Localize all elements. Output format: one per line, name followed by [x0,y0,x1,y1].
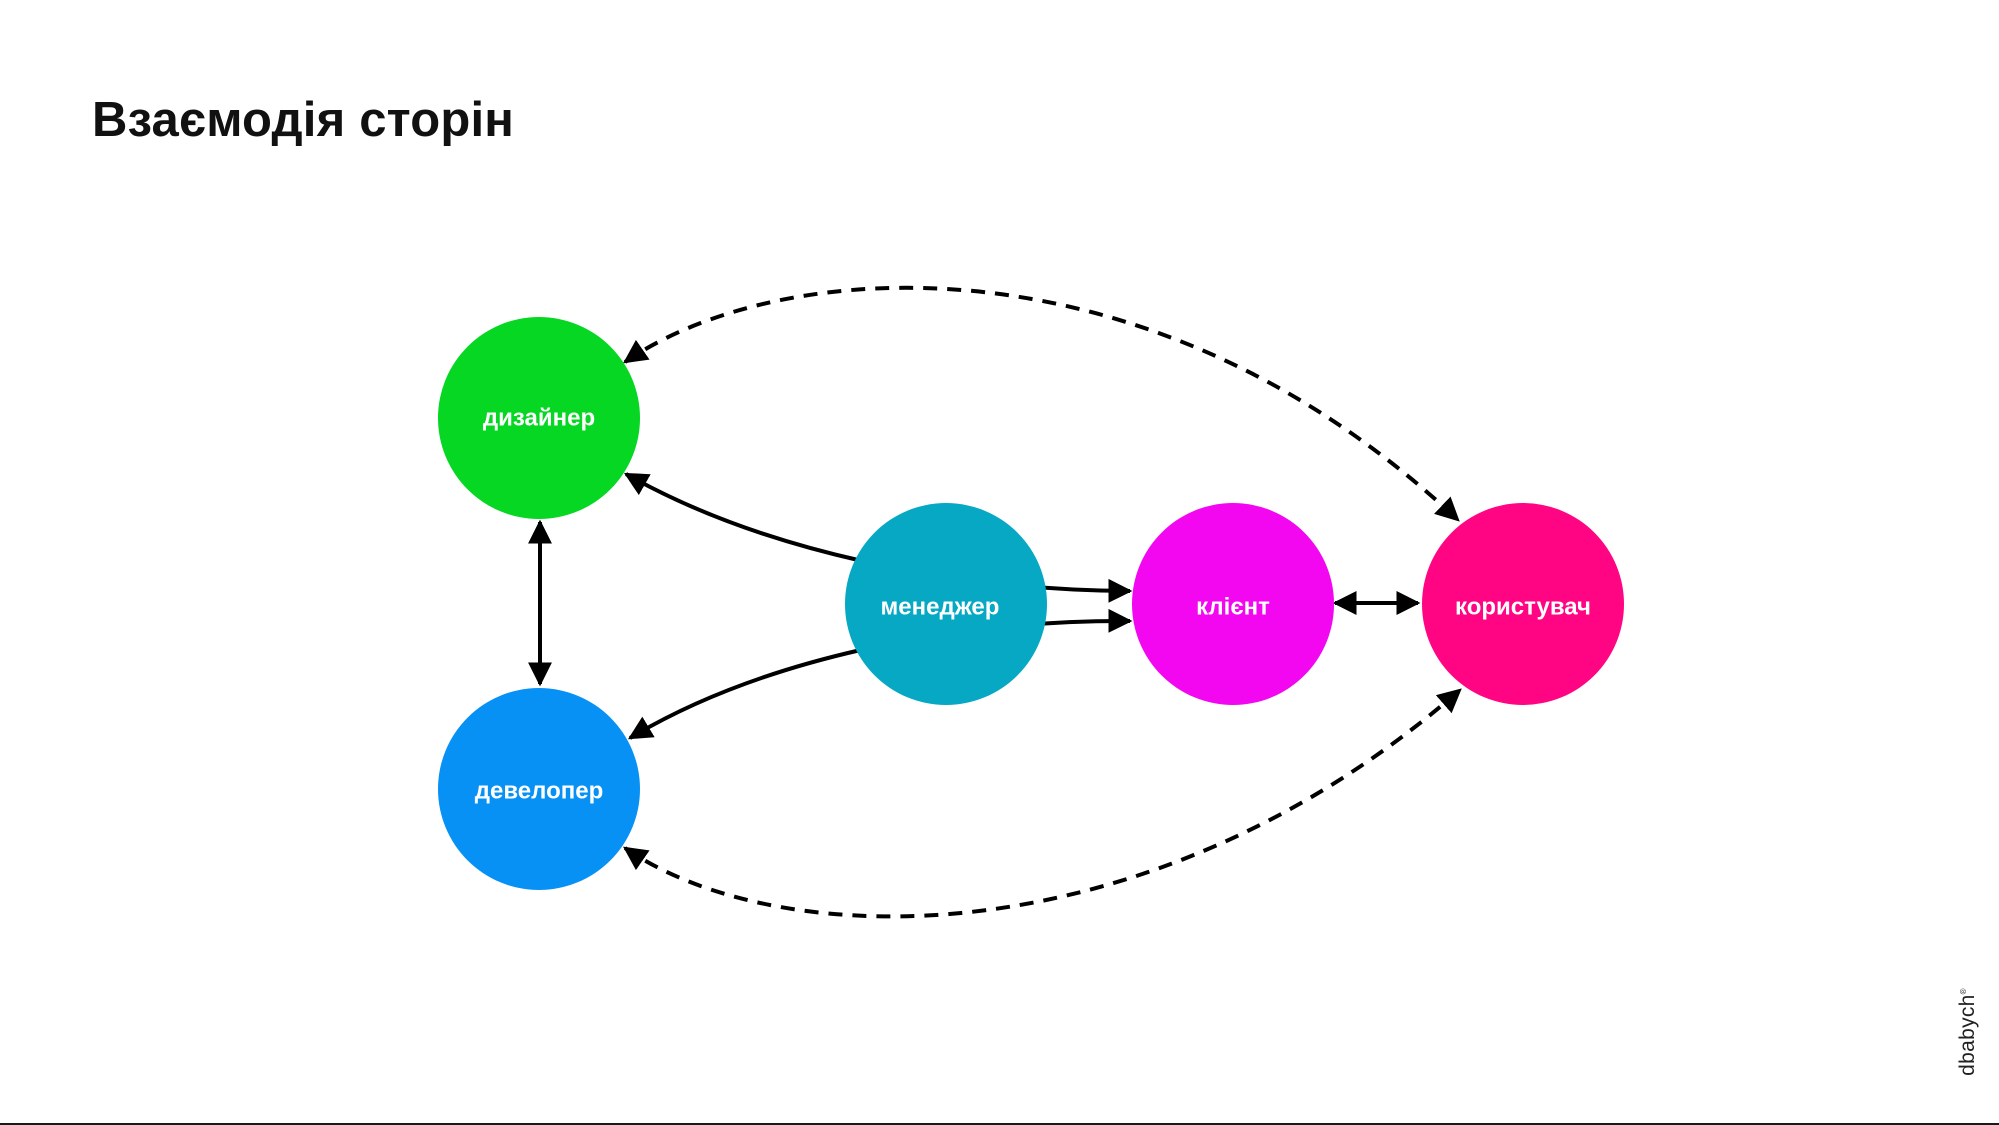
node-manager-label: менеджер [881,594,1000,621]
node-client-label: клієнт [1196,594,1270,621]
node-client: клієнт [1132,503,1334,705]
node-user: користувач [1422,503,1624,705]
edge-designer-user [623,285,1460,522]
node-designer-label: дизайнер [483,405,595,432]
edge-developer-user [623,688,1462,919]
brand-name: dbabych [1956,994,1979,1076]
bottom-border [0,1123,1999,1125]
node-user-circle [1422,503,1624,705]
brand-logo: dbabych® [1956,988,1980,1076]
node-designer-circle [438,317,640,519]
node-designer: дизайнер [438,317,640,519]
node-user-label: користувач [1455,594,1591,621]
node-developer-label: девелопер [475,778,603,805]
node-client-circle [1132,503,1334,705]
slide-title: Взаємодія сторін [92,93,515,147]
brand-registered-mark: ® [1959,988,1968,995]
node-manager: менеджер [845,503,1047,705]
node-manager-circle [845,503,1047,705]
node-developer: девелопер [438,688,640,890]
node-developer-circle [438,688,640,890]
